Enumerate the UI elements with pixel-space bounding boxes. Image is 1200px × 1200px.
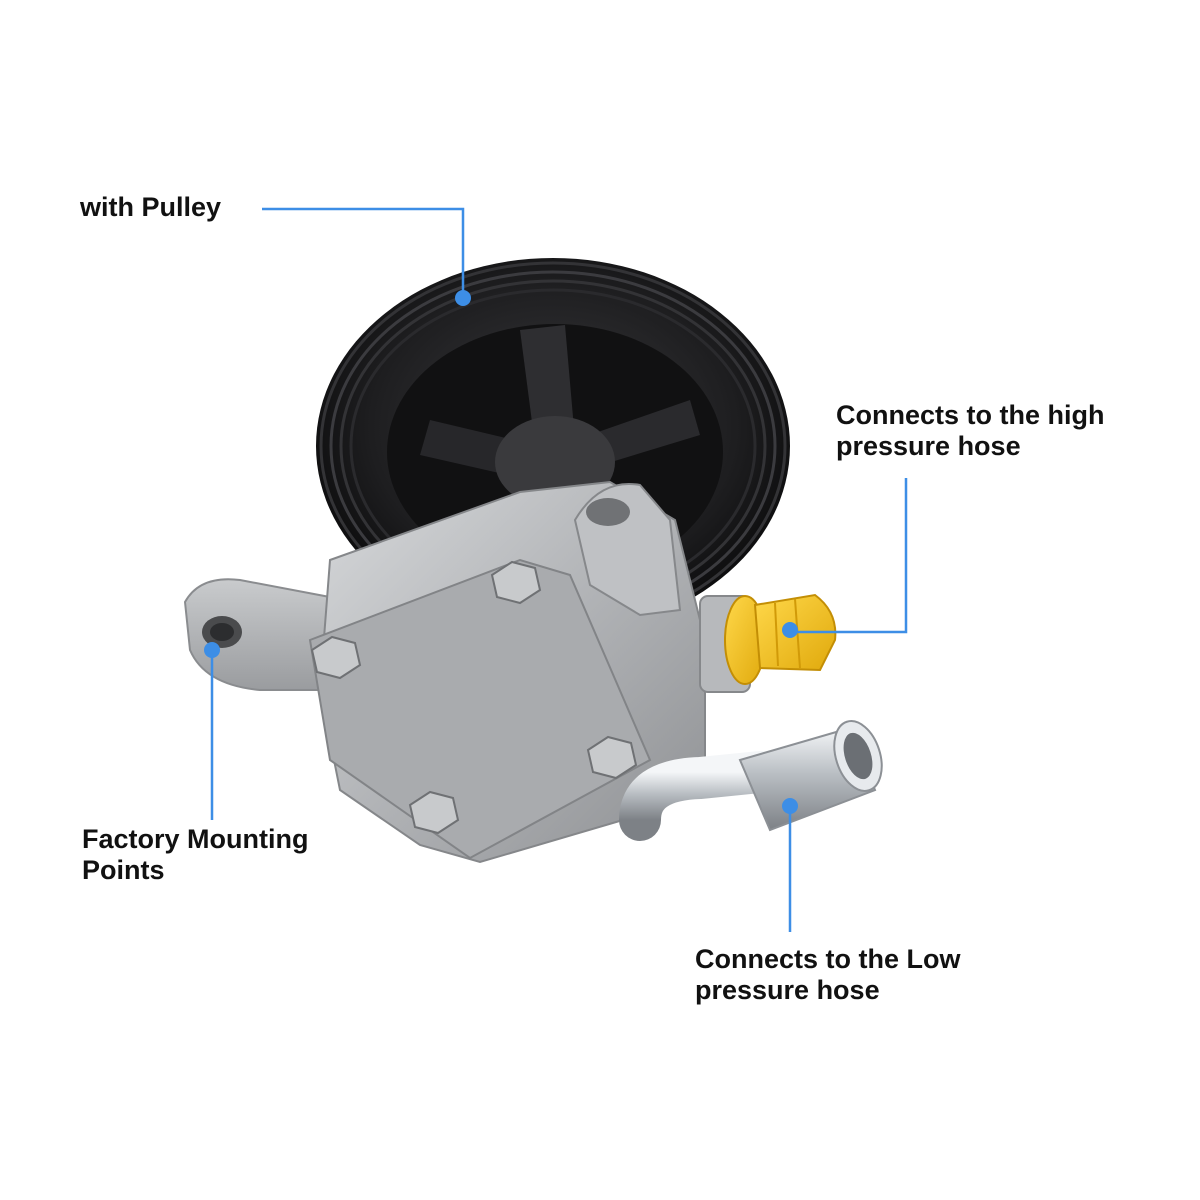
callout-dot-pulley xyxy=(455,290,471,306)
callout-dot-low-pressure xyxy=(782,798,798,814)
callout-low-pressure-line-1: Connects to the Low xyxy=(695,944,961,974)
pump-housing-icon xyxy=(308,480,751,864)
callout-mounting-line-1: Factory Mounting xyxy=(82,824,309,854)
callout-mounting-line-2: Points xyxy=(82,855,165,885)
callout-pulley: with Pulley xyxy=(80,192,221,223)
callout-dots xyxy=(204,290,798,814)
callout-mounting: Factory Mounting Points xyxy=(82,824,308,886)
callout-line-pulley xyxy=(262,207,465,298)
callout-pulley-line-1: with Pulley xyxy=(80,192,222,222)
mounting-bracket-icon xyxy=(183,578,342,691)
callout-dot-mounting xyxy=(204,642,220,658)
callout-high-pressure-line-1: Connects to the high xyxy=(836,400,1105,430)
callout-leaders xyxy=(210,207,908,932)
callout-high-pressure-line-2: pressure hose xyxy=(836,431,1021,461)
callout-low-pressure-line-2: pressure hose xyxy=(695,975,880,1005)
callout-high-pressure: Connects to the high pressure hose xyxy=(836,400,1104,462)
callout-low-pressure: Connects to the Low pressure hose xyxy=(695,944,961,1006)
low-pressure-pipe-icon xyxy=(619,720,883,841)
high-pressure-plug-icon xyxy=(724,593,837,685)
callout-dot-high-pressure xyxy=(782,622,798,638)
callout-line-high-pressure xyxy=(790,478,908,634)
